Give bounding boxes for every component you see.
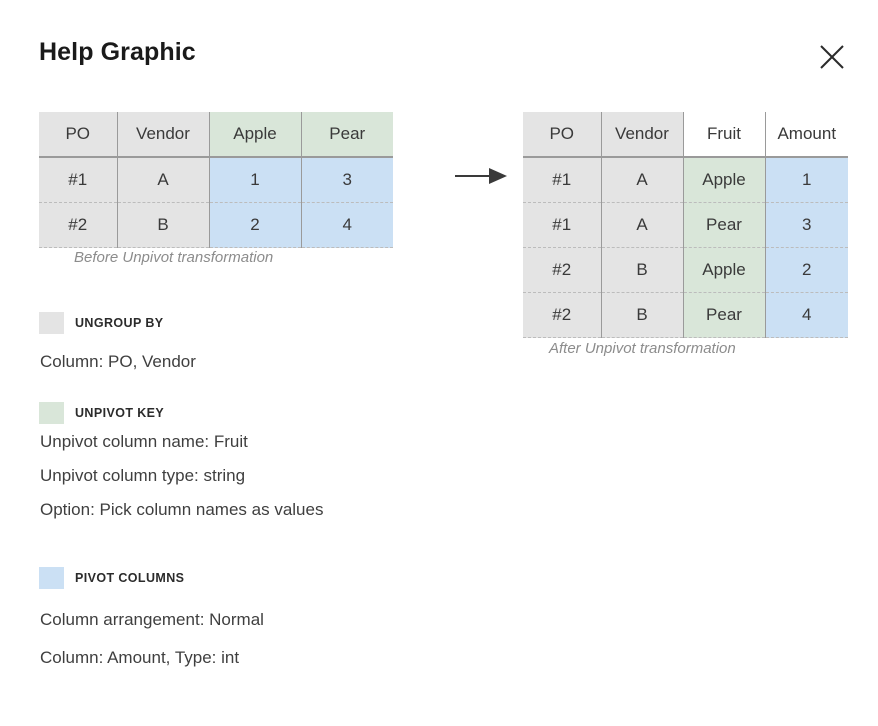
cell-po: #2 xyxy=(39,202,117,248)
cell-amount: 2 xyxy=(764,247,848,293)
cell-vendor: A xyxy=(600,157,683,203)
table-row: #2 B Apple 2 xyxy=(523,247,848,293)
table-header-row: PO Vendor Apple Pear xyxy=(39,112,393,158)
cell-vendor: B xyxy=(600,292,683,338)
page-title: Help Graphic xyxy=(39,38,196,66)
column-header-amount: Amount xyxy=(764,112,848,158)
column-header-apple: Apple xyxy=(208,112,301,158)
column-header-po: PO xyxy=(523,112,601,158)
legend-group-ungroup-by: UNGROUP BY Column: PO, Vendor xyxy=(39,310,519,371)
cell-fruit: Apple xyxy=(682,157,765,203)
table-row: #2 B Pear 4 xyxy=(523,292,848,338)
legend-title-pivot-columns: PIVOT COLUMNS xyxy=(75,571,185,585)
table-row: #1 A 1 3 xyxy=(39,157,393,203)
unpivot-column-name-text: Unpivot column name: Fruit xyxy=(40,432,248,451)
cell-fruit: Apple xyxy=(682,247,765,293)
column-arrangement-text: Column arrangement: Normal xyxy=(40,610,264,629)
cell-vendor: B xyxy=(116,202,209,248)
cell-po: #2 xyxy=(523,247,601,293)
pivot-column-type-text: Column: Amount, Type: int xyxy=(40,648,240,667)
legend-header: PIVOT COLUMNS xyxy=(39,565,519,591)
cell-vendor: A xyxy=(600,202,683,248)
cell-po: #1 xyxy=(39,157,117,203)
legend-group-unpivot-key: UNPIVOT KEY Unpivot column name: Fruit U… xyxy=(39,400,519,519)
after-table: PO Vendor Fruit Amount #1 A Apple 1 #1 A… xyxy=(523,112,848,338)
cell-apple: 1 xyxy=(208,157,301,203)
cell-vendor: A xyxy=(116,157,209,203)
cell-apple: 2 xyxy=(208,202,301,248)
legend-title-ungroup-by: UNGROUP BY xyxy=(75,316,164,330)
column-header-vendor: Vendor xyxy=(600,112,683,158)
arrow-right-icon xyxy=(455,166,507,186)
cell-amount: 3 xyxy=(764,202,848,248)
table-row: #1 A Pear 3 xyxy=(523,202,848,248)
cell-pear: 3 xyxy=(300,157,393,203)
cell-fruit: Pear xyxy=(682,202,765,248)
transformation-diagram: PO Vendor Apple Pear #1 A 1 3 #2 B 2 4 B… xyxy=(39,112,848,357)
before-table-caption: Before Unpivot transformation xyxy=(74,249,274,266)
cell-fruit: Pear xyxy=(682,292,765,338)
close-button[interactable] xyxy=(815,40,849,74)
column-header-po: PO xyxy=(39,112,117,158)
dialog-header: Help Graphic xyxy=(0,0,878,100)
cell-vendor: B xyxy=(600,247,683,293)
pivot-columns-swatch-icon xyxy=(39,567,64,589)
unpivot-option-text: Option: Pick column names as values xyxy=(40,500,324,519)
cell-pear: 4 xyxy=(300,202,393,248)
table-row: #1 A Apple 1 xyxy=(523,157,848,203)
ungroup-by-swatch-icon xyxy=(39,312,64,334)
table-row: #2 B 2 4 xyxy=(39,202,393,248)
column-header-pear: Pear xyxy=(300,112,393,158)
close-icon xyxy=(818,43,846,71)
cell-amount: 1 xyxy=(764,157,848,203)
cell-po: #1 xyxy=(523,157,601,203)
cell-amount: 4 xyxy=(764,292,848,338)
cell-po: #1 xyxy=(523,202,601,248)
legend-title-unpivot-key: UNPIVOT KEY xyxy=(75,406,165,420)
legend-header: UNGROUP BY xyxy=(39,310,519,336)
table-header-row: PO Vendor Fruit Amount xyxy=(523,112,848,158)
unpivot-key-swatch-icon xyxy=(39,402,64,424)
unpivot-column-type-text: Unpivot column type: string xyxy=(40,466,246,485)
column-header-fruit: Fruit xyxy=(682,112,765,158)
legend-group-pivot-columns: PIVOT COLUMNS Column arrangement: Normal… xyxy=(39,565,519,667)
legend-header: UNPIVOT KEY xyxy=(39,400,519,426)
cell-po: #2 xyxy=(523,292,601,338)
before-table: PO Vendor Apple Pear #1 A 1 3 #2 B 2 4 xyxy=(39,112,393,248)
column-header-vendor: Vendor xyxy=(116,112,209,158)
ungroup-by-columns-text: Column: PO, Vendor xyxy=(40,352,196,371)
after-table-caption: After Unpivot transformation xyxy=(549,340,736,357)
